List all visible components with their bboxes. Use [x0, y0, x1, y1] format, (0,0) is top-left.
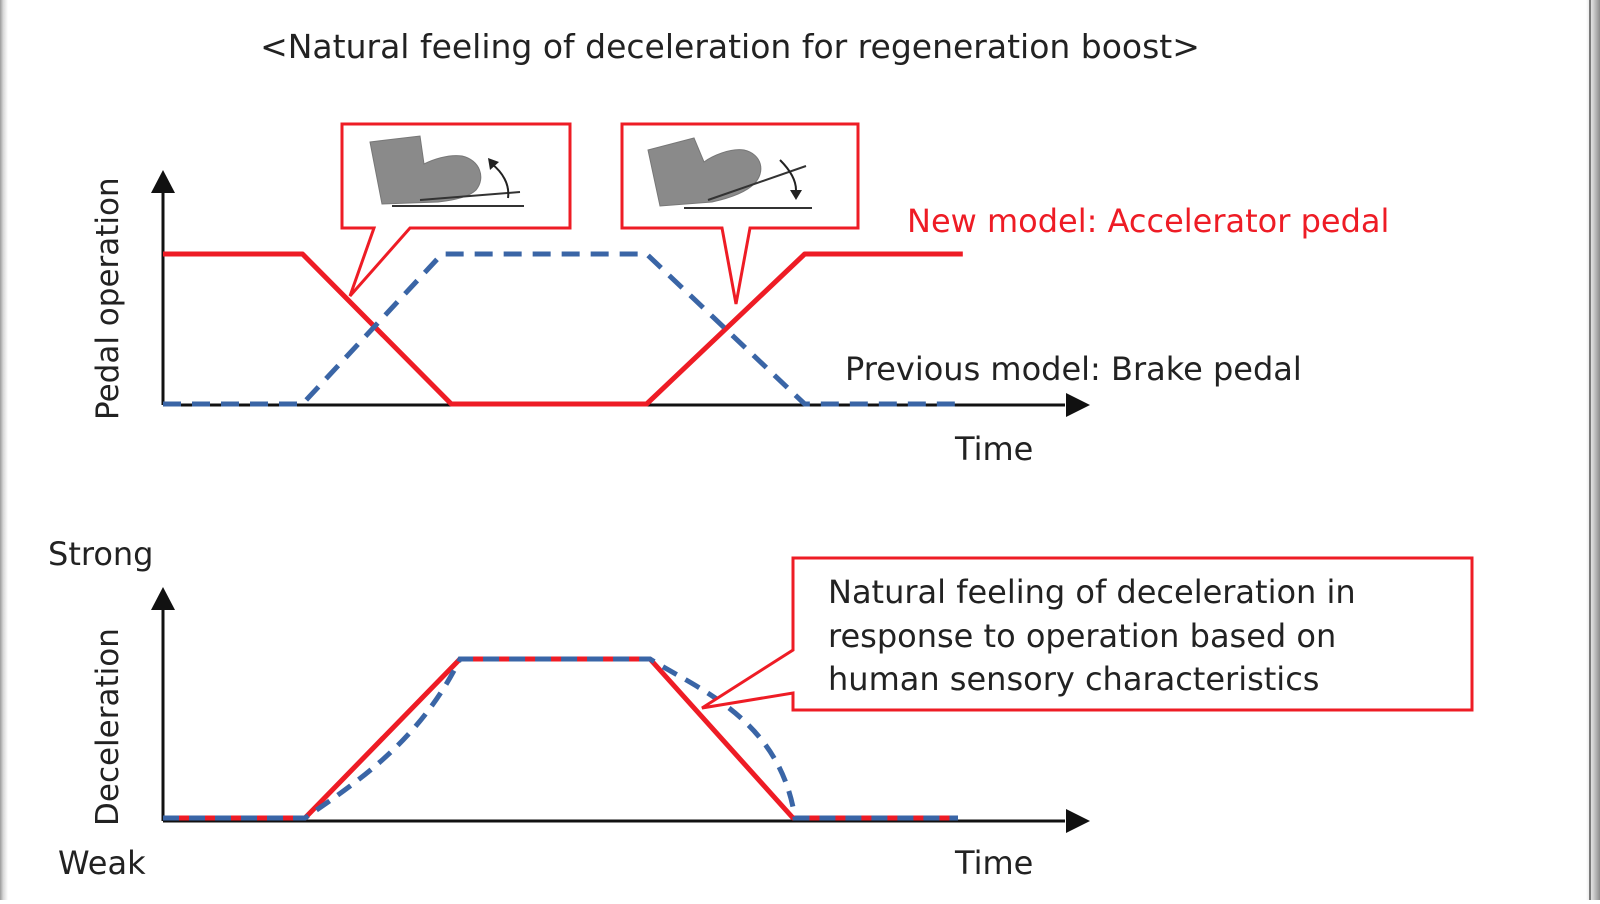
foot-pressing-pedal-icon	[647, 137, 812, 209]
bottom-y-top-label: Strong	[48, 535, 153, 573]
bottom-y-axis-label: Deceleration	[90, 628, 126, 826]
top-series-group	[163, 251, 963, 407]
bottom-y-bottom-label: Weak	[58, 844, 146, 882]
deceleration-curve-previous-model	[163, 656, 958, 821]
bottom-x-axis-arrow	[1066, 809, 1090, 833]
top-chart: Pedal operation Time New model: Accelera…	[90, 122, 1389, 468]
top-y-axis-label: Pedal operation	[90, 177, 126, 420]
top-y-axis-arrow	[151, 170, 175, 193]
bottom-y-axis-arrow	[151, 587, 175, 610]
top-x-axis-arrow	[1066, 393, 1090, 417]
top-x-axis-label: Time	[954, 430, 1033, 468]
foot-lifting-off-pedal-icon	[369, 135, 524, 207]
series-label-brake: Previous model: Brake pedal	[845, 350, 1302, 388]
natural-feeling-callout-box	[701, 556, 1474, 712]
series-line-accelerator-pedal	[163, 251, 963, 407]
bottom-x-axis-label: Time	[954, 844, 1033, 882]
frame-right-border	[1586, 0, 1600, 900]
callout-lift-off	[340, 122, 572, 297]
natural-feeling-callout: Natural feeling of deceleration in respo…	[701, 556, 1474, 712]
bottom-chart: Deceleration Strong Weak Time Natural fe…	[48, 535, 1474, 882]
series-label-accelerator: New model: Accelerator pedal	[907, 202, 1389, 240]
callout-press	[620, 122, 860, 305]
callout-text-line-1: Natural feeling of deceleration in	[828, 573, 1356, 611]
series-line-brake-pedal	[163, 251, 963, 407]
callout-text-line-3: human sensory characteristics	[828, 660, 1319, 698]
diagram-title: <Natural feeling of deceleration for reg…	[260, 27, 1200, 66]
callout-text-line-2: response to operation based on	[828, 617, 1336, 655]
frame-left-border	[0, 0, 8, 900]
